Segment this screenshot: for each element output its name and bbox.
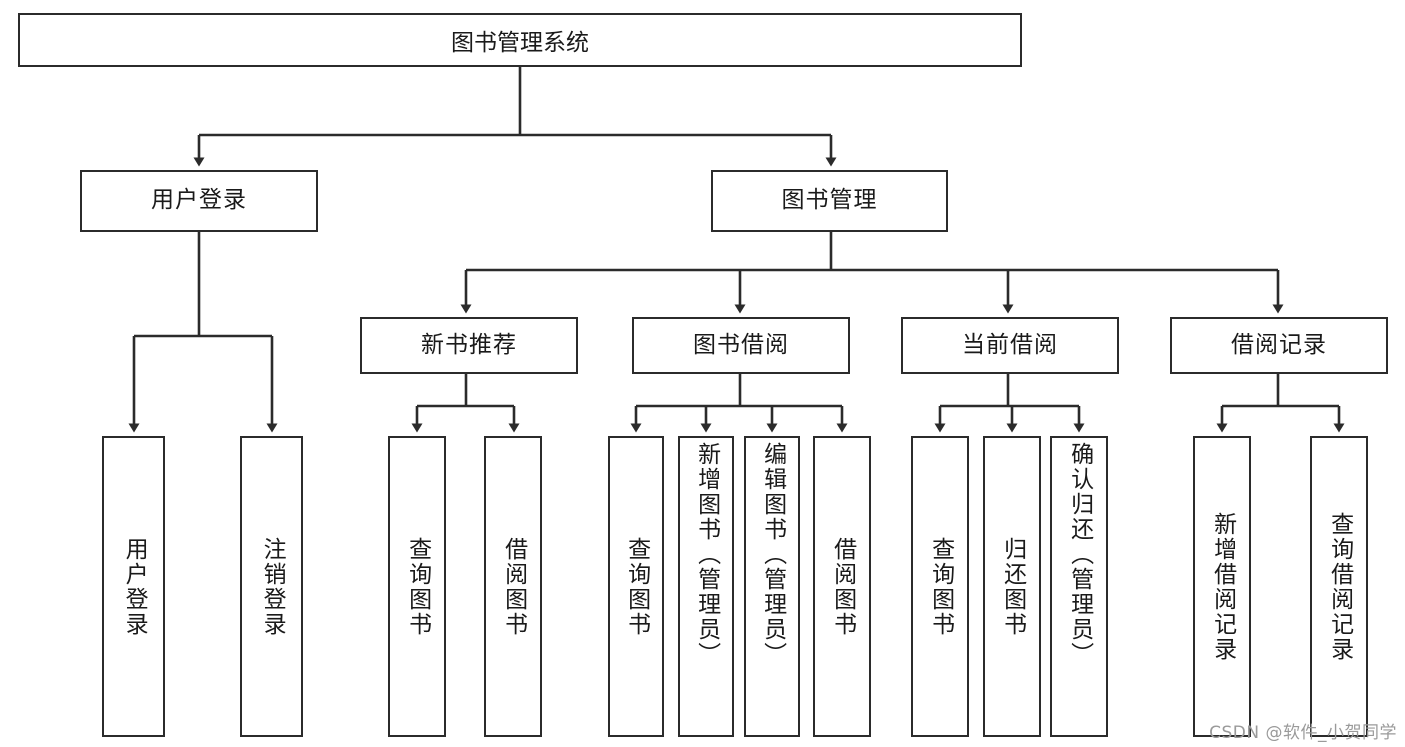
- node-leaf-add-book-admin[interactable]: 新增图书（管理员）: [678, 436, 734, 737]
- node-leaf-logout-login[interactable]: 注销登录: [240, 436, 303, 737]
- node-new-book-recommend[interactable]: 新书推荐: [360, 317, 578, 374]
- node-borrow-record-label: 借阅记录: [1231, 331, 1327, 358]
- node-leaf-return-book-label: 归还图书: [999, 536, 1026, 637]
- node-current-borrow-label: 当前借阅: [962, 331, 1058, 358]
- node-user-login[interactable]: 用户登录: [80, 170, 318, 232]
- node-leaf-borrow-book-2-label: 借阅图书: [829, 536, 856, 637]
- node-leaf-query-book-2-label: 查询图书: [623, 536, 650, 637]
- node-leaf-query-book-1-label: 查询图书: [404, 536, 431, 637]
- node-leaf-query-book-2[interactable]: 查询图书: [608, 436, 664, 737]
- node-book-manage-label: 图书管理: [781, 187, 878, 214]
- node-leaf-edit-book-admin-label: 编辑图书（管理员）: [759, 442, 786, 667]
- node-leaf-add-borrow-record-label: 新增借阅记录: [1209, 511, 1236, 662]
- node-user-login-label: 用户登录: [151, 187, 247, 214]
- node-root[interactable]: 图书管理系统: [18, 13, 1022, 67]
- node-leaf-logout-login-label: 注销登录: [259, 536, 286, 637]
- node-leaf-edit-book-admin[interactable]: 编辑图书（管理员）: [744, 436, 800, 737]
- node-leaf-confirm-return-admin-label: 确认归还（管理员）: [1066, 442, 1093, 667]
- node-book-borrow[interactable]: 图书借阅: [632, 317, 850, 374]
- node-book-borrow-label: 图书借阅: [693, 331, 789, 358]
- node-borrow-record[interactable]: 借阅记录: [1170, 317, 1388, 374]
- node-book-manage[interactable]: 图书管理: [711, 170, 948, 232]
- node-leaf-user-login[interactable]: 用户登录: [102, 436, 165, 737]
- node-leaf-add-borrow-record[interactable]: 新增借阅记录: [1193, 436, 1251, 737]
- node-root-label: 图书管理系统: [451, 30, 589, 56]
- node-new-book-recommend-label: 新书推荐: [421, 331, 517, 358]
- node-leaf-borrow-book-1[interactable]: 借阅图书: [484, 436, 542, 737]
- node-current-borrow[interactable]: 当前借阅: [901, 317, 1119, 374]
- node-leaf-query-borrow-record-label: 查询借阅记录: [1326, 511, 1353, 662]
- node-leaf-query-book-1[interactable]: 查询图书: [388, 436, 446, 737]
- node-leaf-add-book-admin-label: 新增图书（管理员）: [693, 442, 720, 667]
- node-leaf-query-book-3[interactable]: 查询图书: [911, 436, 969, 737]
- node-leaf-query-book-3-label: 查询图书: [927, 536, 954, 637]
- node-leaf-return-book[interactable]: 归还图书: [983, 436, 1041, 737]
- watermark: CSDN @软件_小贺同学: [1209, 723, 1397, 743]
- node-leaf-borrow-book-2[interactable]: 借阅图书: [813, 436, 871, 737]
- node-leaf-user-login-label: 用户登录: [121, 536, 148, 637]
- node-leaf-borrow-book-1-label: 借阅图书: [500, 536, 527, 637]
- node-leaf-confirm-return-admin[interactable]: 确认归还（管理员）: [1050, 436, 1108, 737]
- node-leaf-query-borrow-record[interactable]: 查询借阅记录: [1310, 436, 1368, 737]
